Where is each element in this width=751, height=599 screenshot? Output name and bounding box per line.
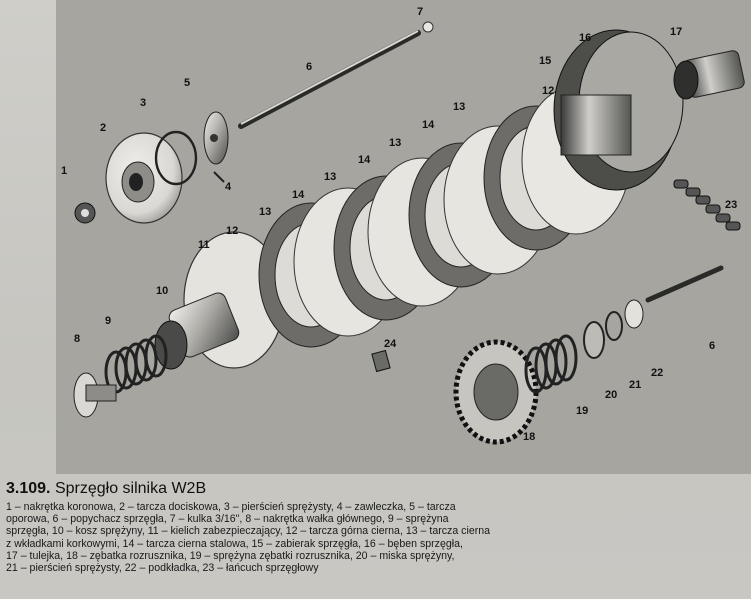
clutch-plate-stack xyxy=(183,85,631,369)
callout-4: 4 xyxy=(225,181,232,193)
callout-6-right: 6 xyxy=(709,340,716,352)
callout-2: 2 xyxy=(100,122,107,134)
callout-17: 17 xyxy=(670,26,683,38)
callout-21: 21 xyxy=(629,379,642,391)
callout-22: 22 xyxy=(651,367,664,379)
exploded-clutch-diagram: 1 2 3 4 5 6 6 7 8 9 10 11 12 12 13 13 13… xyxy=(56,0,751,474)
callout-19: 19 xyxy=(576,405,589,417)
callout-15: 15 xyxy=(539,55,552,67)
callout-3: 3 xyxy=(140,97,147,109)
spring-cup-assembly xyxy=(154,292,240,370)
callout-12-left: 12 xyxy=(226,225,239,237)
clutch-drum xyxy=(553,29,684,191)
callout-8: 8 xyxy=(74,333,81,345)
callout-13-b: 13 xyxy=(324,171,337,183)
callout-12-right: 12 xyxy=(542,85,555,97)
thrust-plate xyxy=(203,111,229,165)
legend-line: z wkładkami korkowymi, 14 – tarcza ciern… xyxy=(6,537,463,550)
callout-1: 1 xyxy=(61,165,68,177)
legend-line: 21 – pierścień sprężysty, 22 – podkładka… xyxy=(6,562,319,575)
parts-legend: 1 – nakrętka koronowa, 2 – tarcza docisk… xyxy=(6,501,746,574)
callout-6-top: 6 xyxy=(306,61,313,73)
legend-line: 1 – nakrętka koronowa, 2 – tarcza docisk… xyxy=(6,501,456,513)
diagram-artwork xyxy=(56,0,751,474)
pressure-plate xyxy=(105,132,183,224)
caption-title: 3.109. Sprzęgło silnika W2B xyxy=(6,480,746,498)
crown-nut xyxy=(74,202,96,224)
circlip-small xyxy=(605,311,623,341)
callout-13-d: 13 xyxy=(453,101,466,113)
callout-18: 18 xyxy=(523,431,536,443)
starter-spring xyxy=(524,334,578,394)
pushrod-top xyxy=(238,21,434,129)
legend-line: oporowa, 6 – popychacz sprzęgła, 7 – kul… xyxy=(6,513,449,526)
bushing xyxy=(673,50,745,100)
circlip-ring xyxy=(154,130,198,186)
callout-11: 11 xyxy=(198,239,210,251)
clutch-spring xyxy=(104,334,168,394)
callout-24: 24 xyxy=(384,338,397,350)
figure-title: Sprzęgło silnika W2B xyxy=(54,480,207,497)
spring-cup xyxy=(583,321,605,359)
callout-9: 9 xyxy=(105,315,112,327)
callout-14-b: 14 xyxy=(358,154,371,166)
callout-23: 23 xyxy=(725,199,738,211)
split-pin xyxy=(213,171,225,183)
callout-13-c: 13 xyxy=(389,137,402,149)
callout-13-a: 13 xyxy=(259,206,272,218)
main-shaft-nut xyxy=(73,372,117,418)
legend-line: 17 – tulejka, 18 – zębatka rozrusznika, … xyxy=(6,549,455,562)
callout-5: 5 xyxy=(184,77,191,89)
callout-14-a: 14 xyxy=(292,189,305,201)
clutch-chain xyxy=(673,179,741,231)
legend-line: sprzęgła, 10 – kosz sprężyny, 11 – kieli… xyxy=(6,525,491,538)
starter-gear xyxy=(453,339,539,445)
callout-14-c: 14 xyxy=(422,119,435,131)
callout-16: 16 xyxy=(579,32,592,44)
small-part xyxy=(371,349,391,373)
callout-7: 7 xyxy=(417,6,424,18)
figure-number: 3.109. xyxy=(6,480,51,497)
washer xyxy=(624,299,644,329)
callout-20: 20 xyxy=(605,389,618,401)
pushrod-right xyxy=(645,265,724,303)
figure-caption: 3.109. Sprzęgło silnika W2B 1 – nakrętka… xyxy=(6,480,746,574)
callout-10: 10 xyxy=(156,285,169,297)
